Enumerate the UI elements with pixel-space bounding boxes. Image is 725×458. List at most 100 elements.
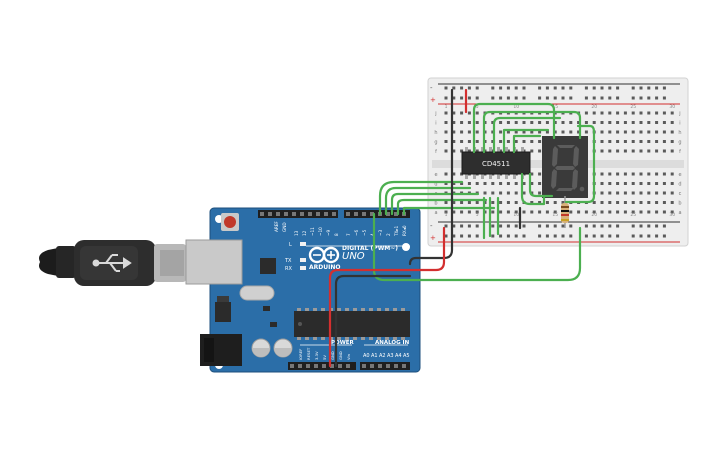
wire-green[interactable] xyxy=(378,180,464,216)
bb-hole[interactable] xyxy=(452,182,456,185)
bb-hole[interactable] xyxy=(475,182,479,185)
rail-hole[interactable] xyxy=(616,224,620,228)
bb-hole[interactable] xyxy=(569,130,573,134)
rail-hole[interactable] xyxy=(522,86,526,90)
rail-hole[interactable] xyxy=(514,224,518,228)
rail-hole[interactable] xyxy=(522,224,526,228)
bb-hole[interactable] xyxy=(592,210,596,214)
bb-hole[interactable] xyxy=(639,140,643,143)
rail-hole[interactable] xyxy=(639,86,643,90)
bb-hole[interactable] xyxy=(444,140,448,143)
rail-hole[interactable] xyxy=(584,86,588,90)
header-pin[interactable] xyxy=(314,364,318,368)
bb-hole[interactable] xyxy=(662,172,666,176)
rail-hole[interactable] xyxy=(499,96,503,100)
wire-green[interactable] xyxy=(372,212,582,282)
bb-hole[interactable] xyxy=(506,130,510,134)
bb-hole[interactable] xyxy=(499,130,503,134)
bb-hole[interactable] xyxy=(545,130,549,134)
bb-hole[interactable] xyxy=(569,121,573,124)
header-pin[interactable] xyxy=(370,212,374,216)
bb-hole[interactable] xyxy=(639,172,643,176)
bb-hole[interactable] xyxy=(616,191,620,195)
rail-hole[interactable] xyxy=(452,86,456,90)
bb-hole[interactable] xyxy=(522,140,526,143)
wire-green[interactable] xyxy=(528,172,554,198)
bb-hole[interactable] xyxy=(530,149,534,153)
bb-hole[interactable] xyxy=(499,201,503,204)
bb-hole[interactable] xyxy=(584,111,588,115)
bb-hole[interactable] xyxy=(623,172,627,176)
bb-hole[interactable] xyxy=(491,130,495,134)
bb-hole[interactable] xyxy=(639,130,643,134)
bb-hole[interactable] xyxy=(608,130,612,134)
bb-hole[interactable] xyxy=(475,201,479,204)
bb-hole[interactable] xyxy=(491,210,495,214)
bb-hole[interactable] xyxy=(475,130,479,134)
rail-hole[interactable] xyxy=(639,96,643,100)
bb-hole[interactable] xyxy=(608,121,612,124)
wire-green[interactable] xyxy=(502,128,550,154)
header-pin[interactable] xyxy=(402,364,406,368)
bb-hole[interactable] xyxy=(616,140,620,143)
bb-hole[interactable] xyxy=(545,210,549,214)
header-pin[interactable] xyxy=(332,212,336,216)
bb-hole[interactable] xyxy=(623,121,627,124)
bb-hole[interactable] xyxy=(623,201,627,204)
bb-hole[interactable] xyxy=(538,149,542,153)
bb-hole[interactable] xyxy=(491,149,495,153)
header-pin[interactable] xyxy=(386,212,390,216)
bb-hole[interactable] xyxy=(584,121,588,124)
rail-hole[interactable] xyxy=(506,224,510,228)
rail-hole[interactable] xyxy=(467,224,471,228)
wire-green[interactable] xyxy=(482,110,582,154)
rail-hole[interactable] xyxy=(460,86,464,90)
bb-hole[interactable] xyxy=(467,140,471,143)
bb-hole[interactable] xyxy=(639,111,643,115)
rail-hole[interactable] xyxy=(452,96,456,100)
bb-hole[interactable] xyxy=(577,210,581,214)
bb-hole[interactable] xyxy=(460,149,464,153)
bb-hole[interactable] xyxy=(452,210,456,214)
bb-hole[interactable] xyxy=(538,182,542,185)
bb-hole[interactable] xyxy=(616,111,620,115)
bb-hole[interactable] xyxy=(647,140,651,143)
bb-hole[interactable] xyxy=(639,201,643,204)
rail-hole[interactable] xyxy=(561,96,565,100)
bb-hole[interactable] xyxy=(538,201,542,204)
bb-hole[interactable] xyxy=(561,121,565,124)
bb-hole[interactable] xyxy=(460,140,464,143)
rail-hole[interactable] xyxy=(522,96,526,100)
bb-hole[interactable] xyxy=(444,172,448,176)
header-pin[interactable] xyxy=(306,364,310,368)
bb-hole[interactable] xyxy=(444,149,448,153)
bb-hole[interactable] xyxy=(514,121,518,124)
bb-hole[interactable] xyxy=(662,130,666,134)
bb-hole[interactable] xyxy=(452,149,456,153)
rail-hole[interactable] xyxy=(600,224,604,228)
bb-hole[interactable] xyxy=(600,111,604,115)
rail-hole[interactable] xyxy=(545,234,549,238)
bb-hole[interactable] xyxy=(506,201,510,204)
bb-hole[interactable] xyxy=(670,111,674,115)
bb-hole[interactable] xyxy=(655,182,659,185)
bb-hole[interactable] xyxy=(623,182,627,185)
bb-hole[interactable] xyxy=(460,111,464,115)
bb-hole[interactable] xyxy=(655,130,659,134)
bb-hole[interactable] xyxy=(623,140,627,143)
bb-hole[interactable] xyxy=(584,210,588,214)
bb-hole[interactable] xyxy=(530,201,534,204)
bb-hole[interactable] xyxy=(577,130,581,134)
rail-hole[interactable] xyxy=(608,234,612,238)
bb-hole[interactable] xyxy=(545,201,549,204)
rail-hole[interactable] xyxy=(467,234,471,238)
bb-hole[interactable] xyxy=(600,182,604,185)
rail-hole[interactable] xyxy=(553,234,557,238)
bb-hole[interactable] xyxy=(647,130,651,134)
wire-green[interactable] xyxy=(512,134,542,154)
bb-hole[interactable] xyxy=(467,130,471,134)
bb-hole[interactable] xyxy=(467,111,471,115)
bb-hole[interactable] xyxy=(600,149,604,153)
bb-hole[interactable] xyxy=(467,149,471,153)
rail-hole[interactable] xyxy=(608,96,612,100)
